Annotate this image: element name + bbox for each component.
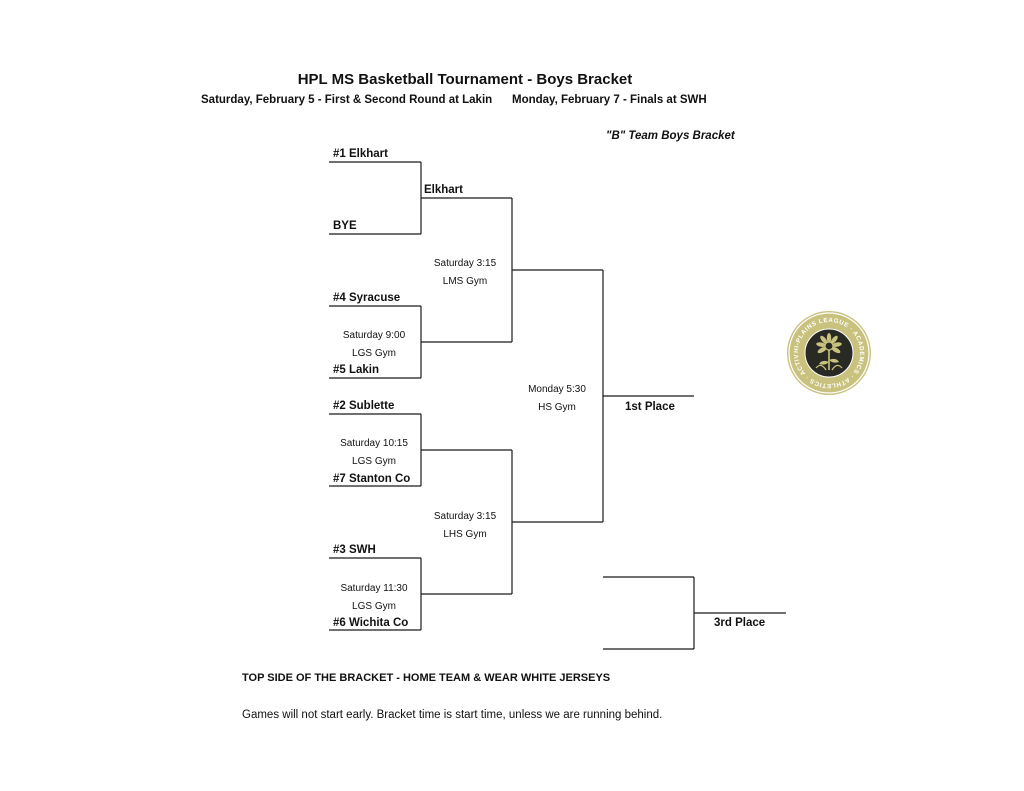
game-time: Saturday 3:15: [433, 511, 497, 522]
finals-date: Monday, February 7 - Finals at SWH: [512, 94, 707, 106]
team-advanced-elkhart: Elkhart: [424, 184, 463, 196]
game-gym: LMS Gym: [442, 276, 488, 287]
page-title: HPL MS Basketball Tournament - Boys Brac…: [297, 71, 633, 88]
game-time: Saturday 10:15: [340, 438, 408, 449]
first-round-date: Saturday, February 5 - First & Second Ro…: [201, 94, 493, 106]
first-place-label: 1st Place: [625, 401, 675, 413]
game-gym: LHS Gym: [443, 529, 487, 540]
team-bye: BYE: [333, 220, 357, 232]
game-gym: HS Gym: [538, 402, 576, 413]
team-seed3: #3 SWH: [333, 544, 376, 556]
sunflower-icon: [815, 333, 843, 371]
game-gym: LGS Gym: [352, 348, 396, 359]
game-gym: LGS Gym: [352, 601, 396, 612]
game-time: Saturday 3:15: [433, 258, 497, 269]
timing-note: Games will not start early. Bracket time…: [242, 709, 663, 721]
bracket-name: "B" Team Boys Bracket: [606, 130, 735, 142]
team-seed7: #7 Stanton Co: [333, 473, 411, 485]
game-time: Saturday 9:00: [342, 330, 406, 341]
game-time: Saturday 11:30: [340, 583, 408, 594]
game-time: Monday 5:30: [528, 384, 586, 395]
team-seed2: #2 Sublette: [333, 400, 395, 412]
game-gym: LGS Gym: [352, 456, 396, 467]
third-place-label: 3rd Place: [714, 617, 766, 629]
team-seed5: #5 Lakin: [333, 364, 380, 376]
home-team-note: TOP SIDE OF THE BRACKET - HOME TEAM & WE…: [242, 672, 611, 684]
team-seed6: #6 Wichita Co: [333, 617, 409, 629]
league-logo: HI-PLAINS LEAGUE · ACADEMICS · ATHLETICS…: [786, 310, 871, 395]
team-seed4: #4 Syracuse: [333, 292, 401, 304]
team-seed1: #1 Elkhart: [333, 148, 388, 160]
